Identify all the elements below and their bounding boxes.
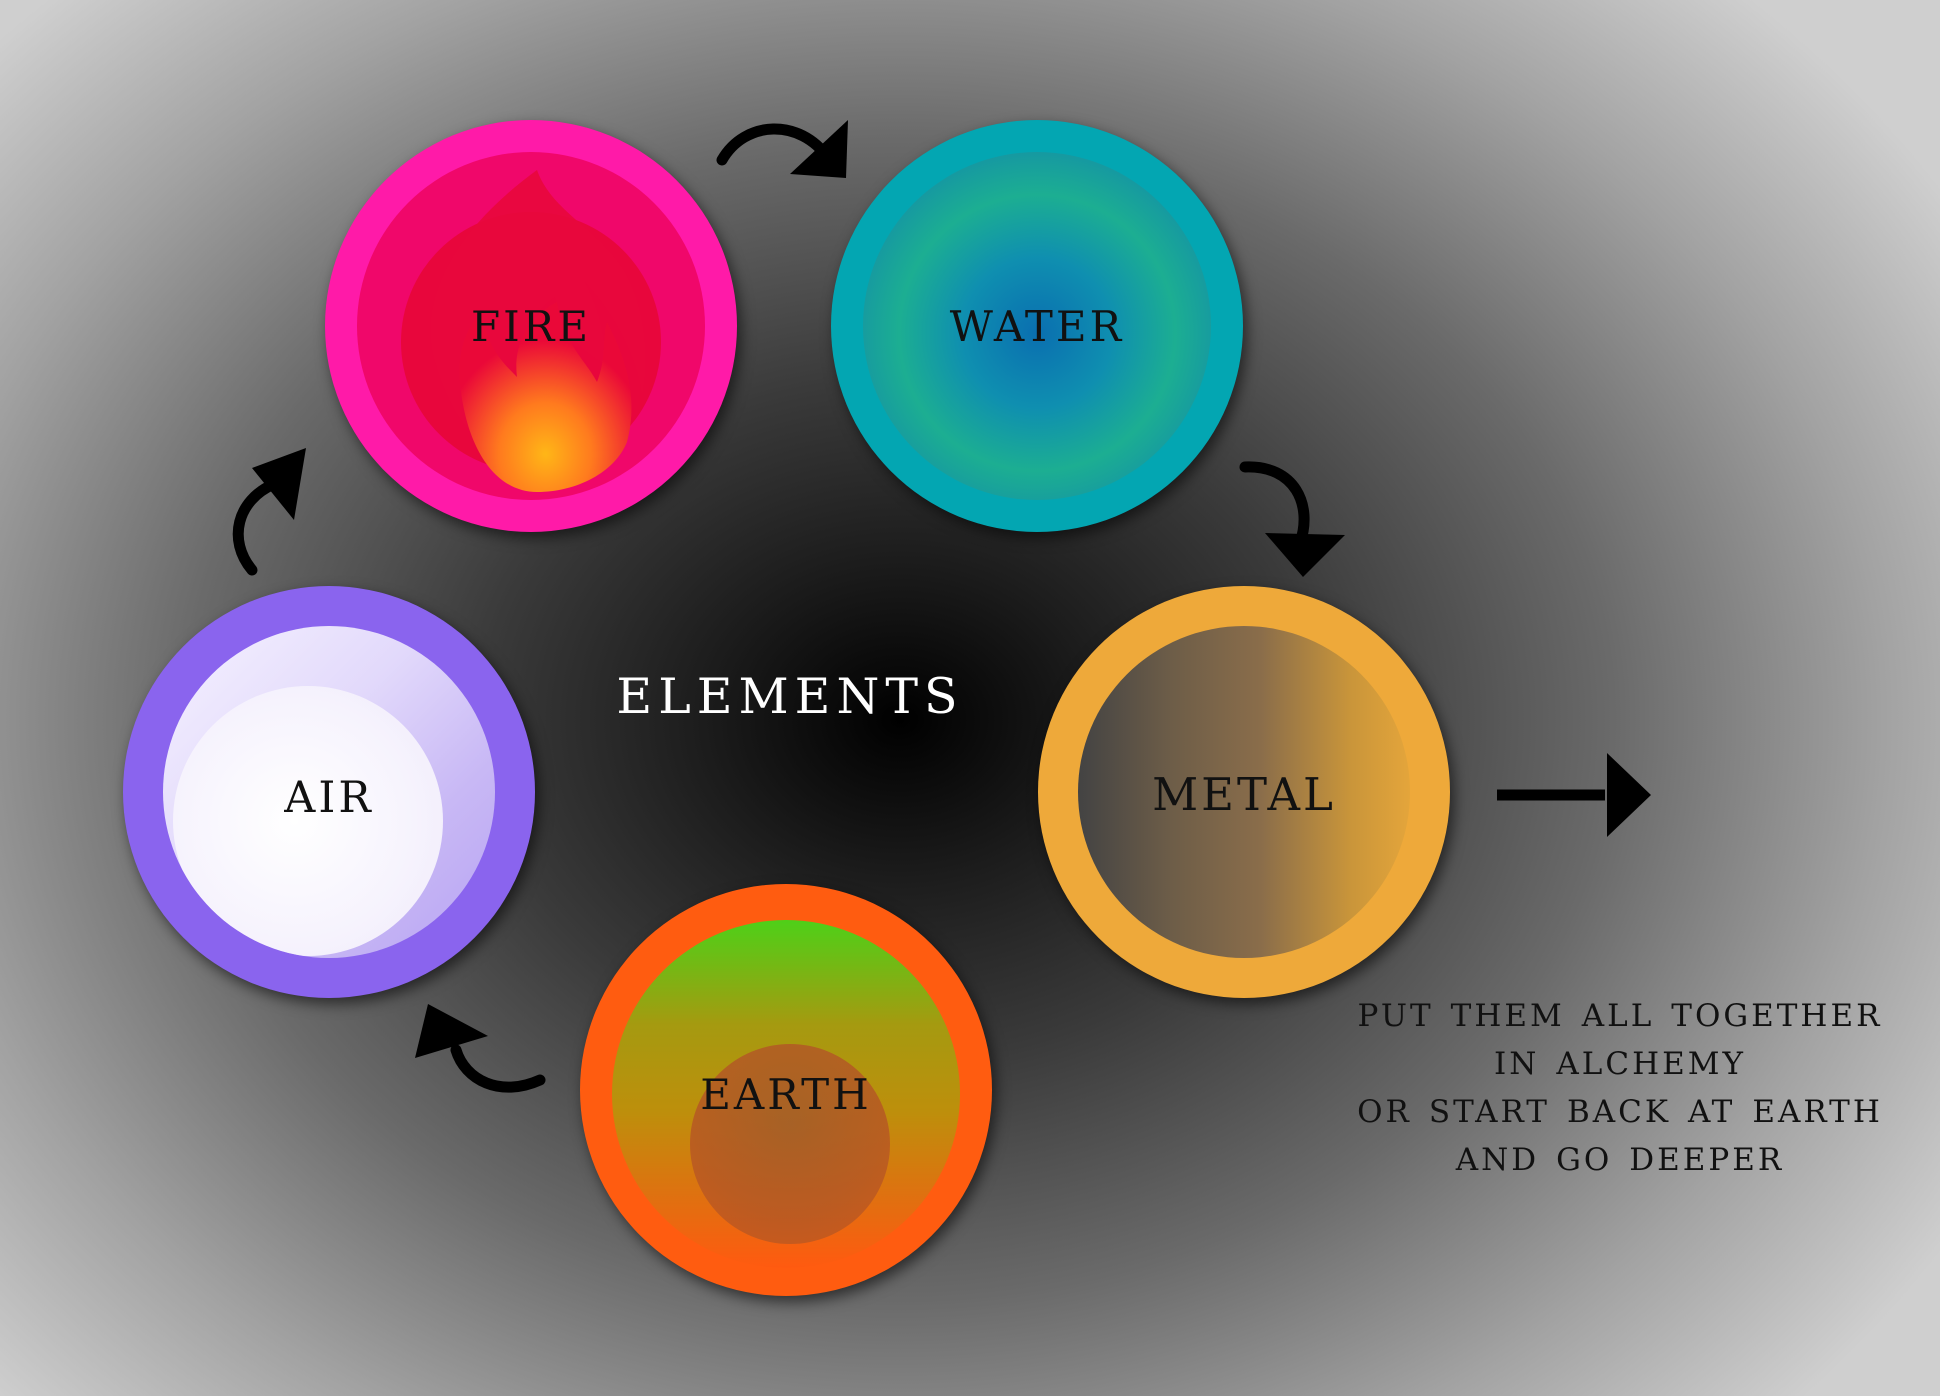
earth-circle: EARTH — [580, 884, 992, 1296]
air-circle: AIR — [123, 586, 535, 998]
arrow-earth-to-air — [415, 1004, 546, 1093]
air-label: AIR — [284, 754, 374, 827]
arrow-water-to-metal — [1239, 461, 1345, 577]
instruction-note: PUT THEM ALL TOGETHER IN ALCHEMY OR STAR… — [1300, 988, 1940, 1180]
arrow-fire-to-water — [716, 120, 848, 178]
fire-circle: FIRE — [325, 120, 737, 532]
note-line-1: PUT THEM ALL TOGETHER — [1357, 986, 1883, 1037]
note-line-3: OR START BACK AT EARTH — [1357, 1082, 1883, 1133]
earth-core — [690, 1044, 890, 1244]
water-label: WATER — [949, 286, 1125, 356]
fire-label: FIRE — [470, 286, 591, 356]
earth-label: EARTH — [700, 1054, 872, 1124]
arrow-metal-forward — [1497, 753, 1651, 837]
flame-icon — [401, 170, 661, 492]
note-line-4: AND GO DEEPER — [1455, 1130, 1785, 1181]
air-highlight — [173, 686, 443, 956]
arrow-air-to-fire — [232, 448, 306, 576]
metal-label: METAL — [1152, 752, 1336, 826]
diagram-title: ELEMENTS — [616, 648, 964, 730]
metal-circle: METAL — [1038, 586, 1450, 998]
note-line-2: IN ALCHEMY — [1494, 1034, 1746, 1085]
water-circle: WATER — [831, 120, 1243, 532]
